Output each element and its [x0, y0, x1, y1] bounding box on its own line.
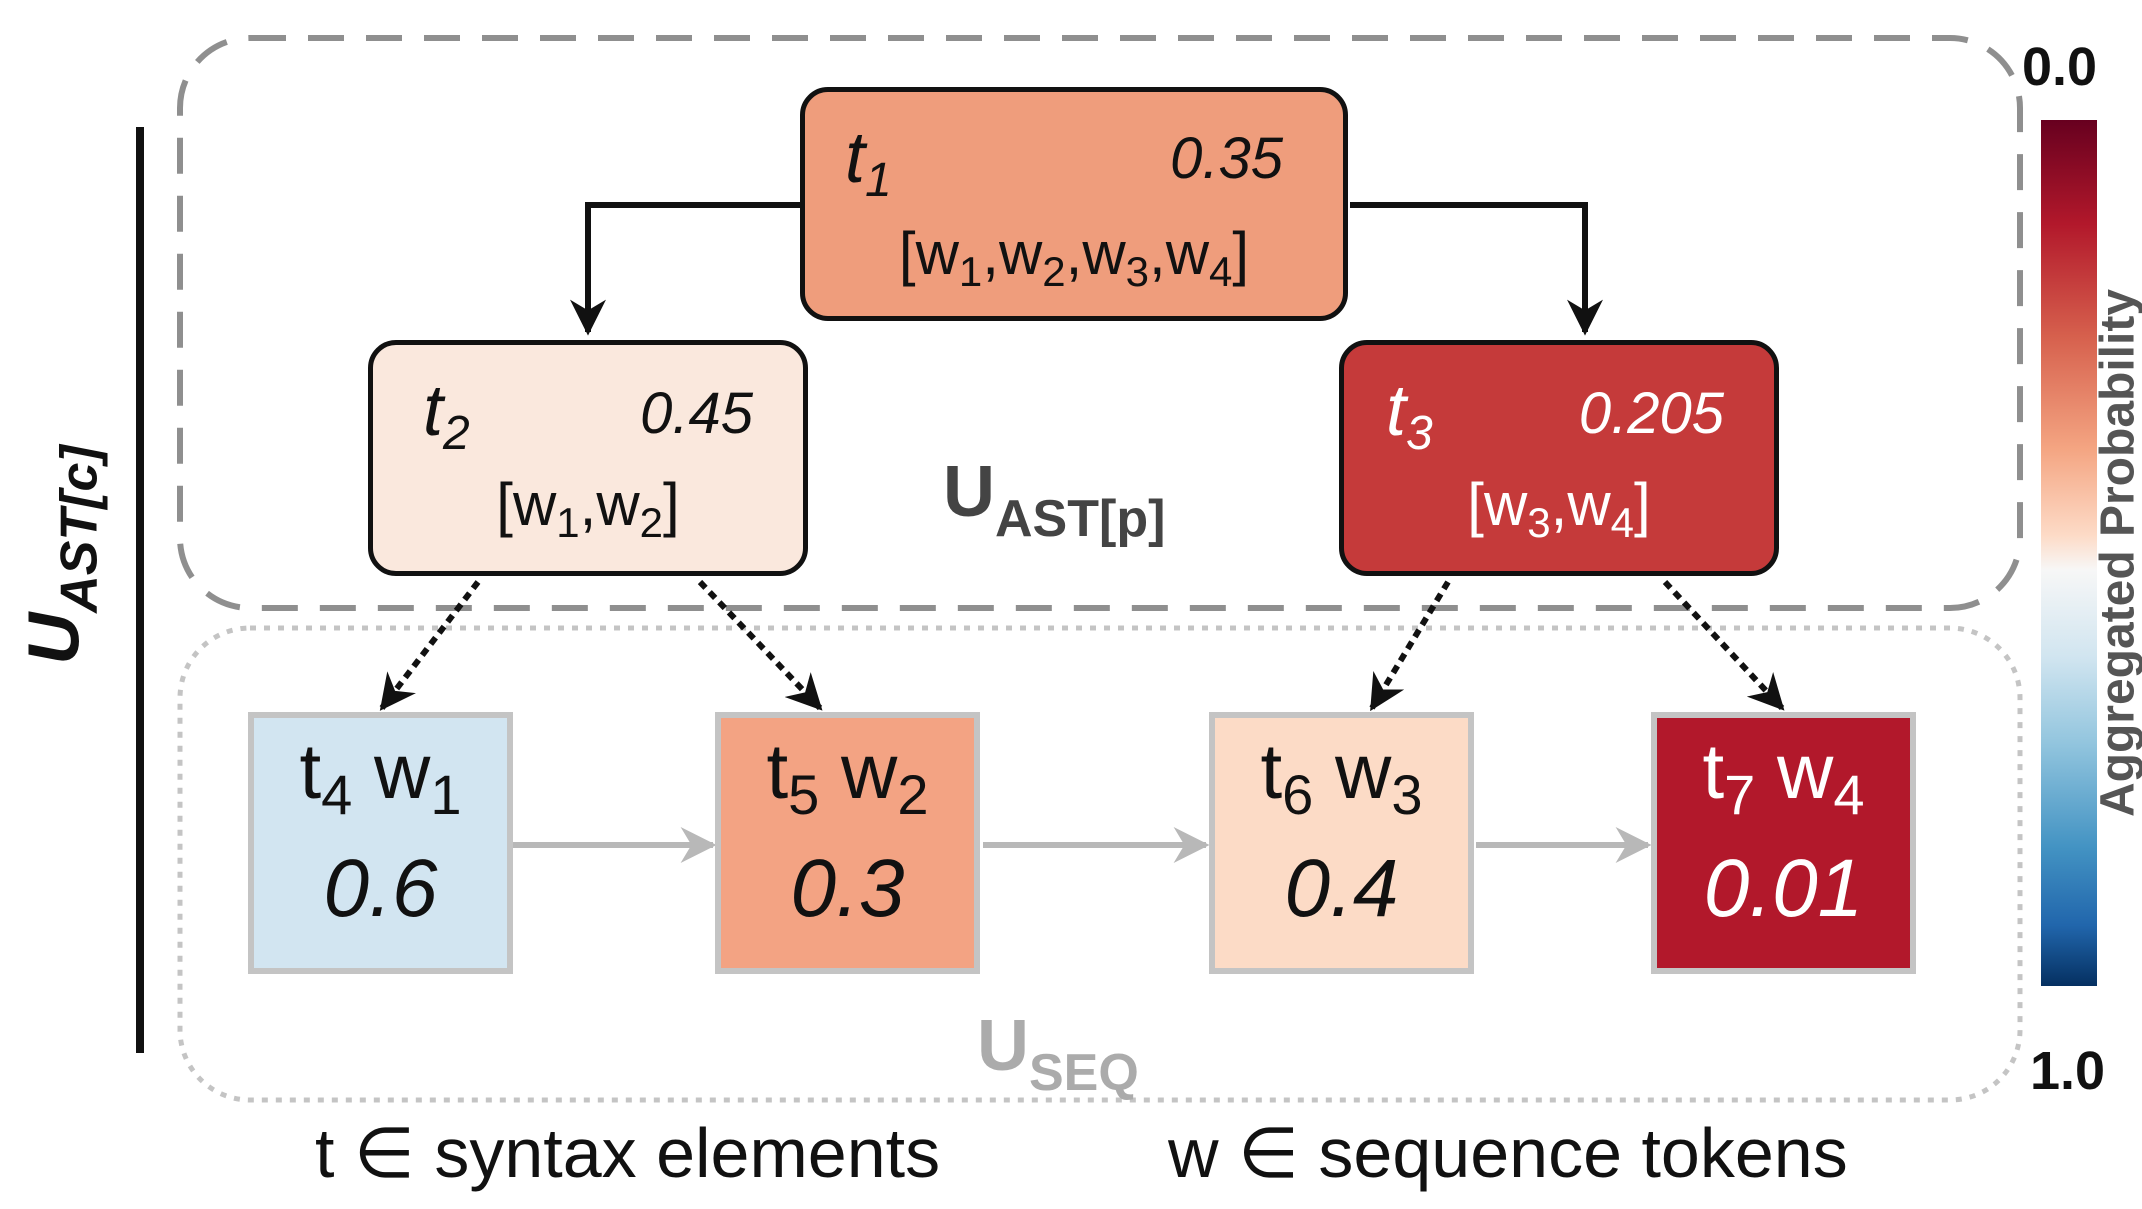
edge-t1-t3	[1350, 202, 1603, 336]
node-probability: 0.35	[1170, 126, 1283, 191]
seq-node-probability: 0.4	[1284, 843, 1399, 934]
node-token-span: [w3,w4]	[1467, 471, 1651, 546]
label-u-seq: USEQ	[977, 1006, 1139, 1102]
colorbar-tick-bottom: 1.0	[2030, 1041, 2106, 1101]
seq-node-t5: t5 w2 0.3	[715, 712, 980, 974]
label-u-ast-c: UAST[c]	[14, 445, 109, 665]
colorbar	[2041, 120, 2097, 986]
colorbar-label: Aggregated Probability	[2091, 288, 2142, 818]
ast-p-frame	[177, 35, 2023, 611]
seq-node-probability: 0.01	[1703, 843, 1864, 934]
tree-node-t1: t1 0.35 [w1,w2,w3,w4]	[800, 87, 1348, 321]
legend-syntax-elements: t ∈ syntax elements	[315, 1114, 941, 1192]
seq-frame	[177, 625, 2023, 1103]
edge-t2-t4	[379, 580, 481, 711]
tree-node-t3: t3 0.205 [w3,w4]	[1339, 340, 1779, 576]
span-token: w2	[596, 471, 664, 546]
node-name: t2	[423, 371, 470, 460]
span-token: w2	[998, 220, 1066, 295]
node-name: t3	[1386, 371, 1433, 460]
node-probability: 0.205	[1578, 381, 1724, 446]
tree-node-t2: t2 0.45 [w1,w2]	[368, 340, 808, 576]
span-token: w1	[512, 471, 580, 546]
span-token: w4	[1567, 471, 1635, 546]
edge-t1-t2	[570, 202, 800, 336]
seq-node-probability: 0.6	[323, 843, 438, 934]
edge-t3-t6	[1369, 580, 1451, 712]
node-name: t1	[845, 118, 892, 207]
colorbar-tick-top: 0.0	[2022, 37, 2098, 97]
seq-node-t4: t4 w1 0.6	[248, 712, 513, 974]
seq-node-t6: t6 w3 0.4	[1209, 712, 1474, 974]
label-u-ast-p: UAST[p]	[943, 452, 1166, 548]
seq-node-probability: 0.3	[790, 843, 905, 934]
seq-node-token: t4 w1	[299, 727, 462, 826]
edge-t3-t7	[1662, 579, 1785, 711]
seq-node-t7: t7 w4 0.01	[1651, 712, 1916, 974]
span-token: w4	[1165, 220, 1233, 295]
edge-t2-t5	[697, 579, 823, 711]
span-token: w3	[1082, 220, 1150, 295]
seq-node-token: t7 w4	[1702, 727, 1865, 826]
node-token-span: [w1,w2,w3,w4]	[898, 220, 1250, 295]
node-token-span: [w1,w2]	[496, 471, 680, 546]
seq-node-token: t5 w2	[766, 727, 929, 826]
seq-node-token: t6 w3	[1260, 727, 1423, 826]
span-token: w3	[1483, 471, 1551, 546]
node-probability: 0.45	[640, 381, 753, 446]
legend-sequence-tokens: w ∈ sequence tokens	[1168, 1114, 1848, 1192]
span-token: w1	[915, 220, 983, 295]
